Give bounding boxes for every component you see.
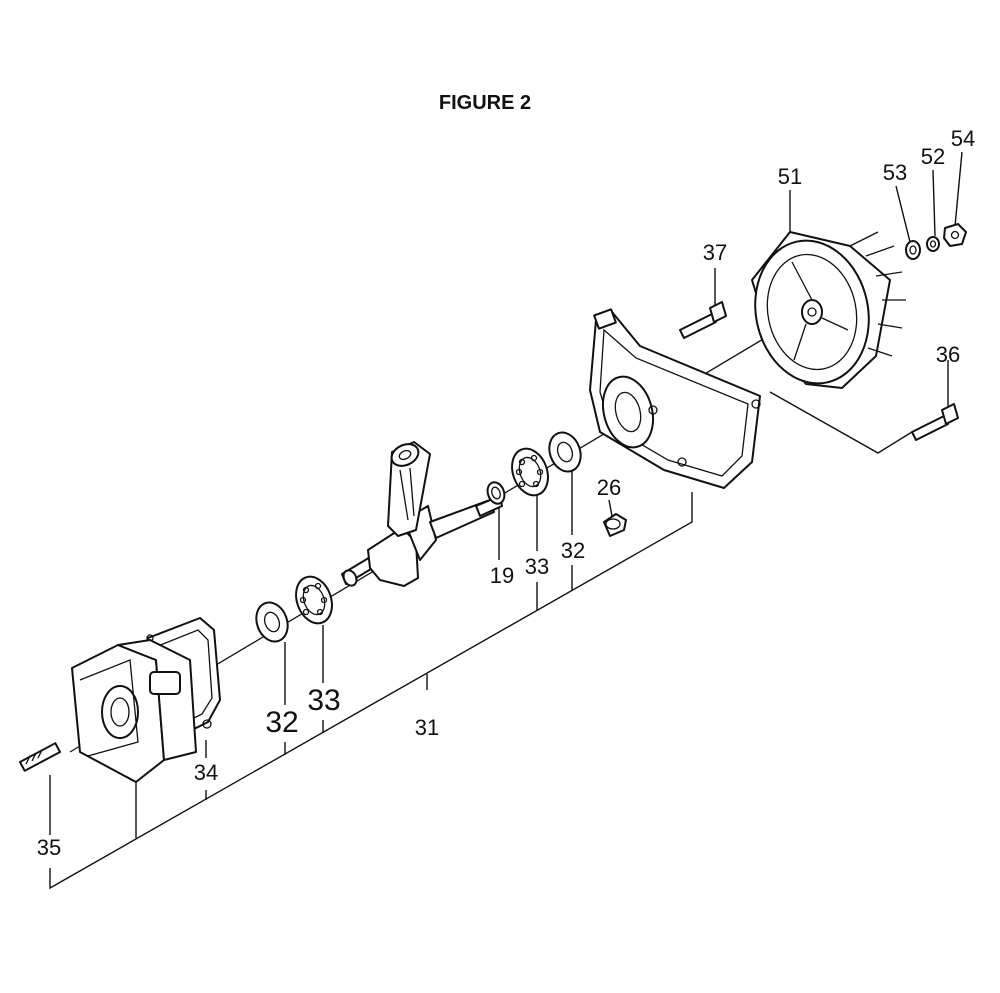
- washer-53-part: [905, 240, 921, 260]
- callout-19: 19: [490, 563, 514, 588]
- bolt-37-part: [679, 301, 727, 339]
- callout-51: 51: [778, 164, 802, 189]
- washer-part: [486, 481, 506, 505]
- bolt-36-part: [911, 403, 959, 441]
- callout-26: 26: [597, 475, 621, 500]
- figure-title: FIGURE 2: [438, 92, 532, 114]
- leader-lines: [49, 151, 963, 890]
- crankcase-left-part: [71, 639, 197, 783]
- callout-35: 35: [37, 835, 61, 860]
- stud-bolt-part: [18, 742, 62, 772]
- callout-33-left: 33: [307, 684, 340, 717]
- callout-54: 54: [951, 126, 975, 151]
- crankshaft-part: [341, 441, 503, 587]
- ball-bearing-right-part: [511, 447, 549, 497]
- callout-34: 34: [194, 760, 218, 785]
- callout-36: 36: [936, 342, 960, 367]
- callout-37: 37: [703, 240, 727, 265]
- callout-53: 53: [883, 160, 907, 185]
- flywheel-part: [751, 231, 906, 389]
- callout-labels: 35 34 32 33 31 19 33 32 26 37 36 51 53 5…: [37, 126, 975, 860]
- bearing-left-part: [255, 601, 289, 643]
- nut-part: [943, 223, 967, 247]
- bearing-right-part: [548, 431, 582, 473]
- callout-32-right: 32: [561, 538, 585, 563]
- callout-32-left: 32: [265, 706, 298, 739]
- plug-part: [603, 513, 627, 537]
- ball-bearing-left-part: [295, 575, 333, 625]
- spring-washer-part: [926, 236, 940, 252]
- crankcase-right-part: [589, 308, 761, 489]
- callout-52: 52: [921, 144, 945, 169]
- callout-31: 31: [415, 715, 439, 740]
- callout-33-right: 33: [525, 554, 549, 579]
